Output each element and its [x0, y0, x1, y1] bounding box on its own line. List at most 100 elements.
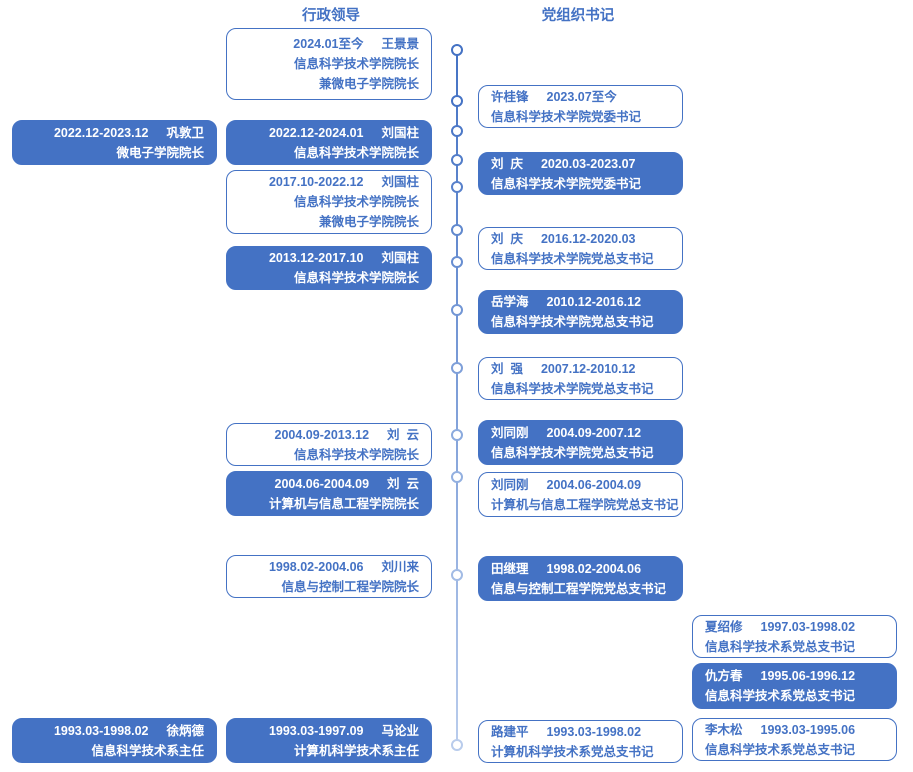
- period-label: 2022.12-2023.12: [53, 125, 149, 140]
- title-label: 兼微电子学院院长: [318, 77, 419, 91]
- person-name: 刘同刚: [491, 425, 529, 440]
- column-header-party: 党组织书记: [541, 8, 615, 24]
- person-name: 刘国柱: [381, 251, 419, 265]
- person-name: 王景景: [381, 37, 419, 51]
- person-name: 刘同刚: [491, 477, 529, 492]
- title-label: 信息科学技术系党总支书记: [705, 639, 856, 654]
- admin-leader-card: 2022.12-2024.01 刘国柱信息科学技术学院院长: [226, 120, 432, 165]
- period-label: 1993.03-1998.02: [546, 724, 642, 739]
- admin-leader-card: 1993.03-1998.02 徐炳德信息科学技术系主任: [12, 718, 217, 763]
- admin-leader-card: 1998.02-2004.06 刘川来信息与控制工程学院院长: [226, 555, 432, 598]
- party-secretary-card: 刘 庆 2016.12-2020.03 信息科学技术学院党总支书记: [478, 227, 683, 270]
- period-label: 1993.03-1995.06: [760, 722, 856, 737]
- timeline-dot: [451, 569, 463, 581]
- person-name: 刘国柱: [381, 175, 419, 189]
- person-name: 刘 庆: [491, 156, 523, 171]
- timeline-dot: [451, 44, 463, 56]
- timeline-dot: [451, 181, 463, 193]
- admin-leader-card: 2013.12-2017.10 刘国柱信息科学技术学院院长: [226, 246, 432, 290]
- title-label: 信息科学技术系主任: [91, 743, 204, 758]
- title-label: 计算机与信息工程学院院长: [268, 496, 419, 511]
- period-label: 2017.10-2022.12: [268, 175, 364, 189]
- admin-leader-card: 1993.03-1997.09 马论业计算机科学技术系主任: [226, 718, 432, 763]
- person-name: 岳学海: [491, 295, 529, 309]
- period-label: 1993.03-1997.09: [268, 723, 364, 738]
- column-header-admin: 行政领导: [302, 8, 360, 24]
- period-label: 1995.06-1996.12: [760, 669, 856, 683]
- period-label: 2020.03-2023.07: [540, 156, 636, 171]
- timeline-dot: [451, 362, 463, 374]
- person-name: 李木松: [705, 722, 743, 737]
- title-label: 信息科学技术学院院长: [293, 145, 419, 160]
- title-label: 计算机与信息工程学院党总支书记: [491, 497, 679, 512]
- admin-leader-card: 2022.12-2023.12 巩敦卫微电子学院院长: [12, 120, 217, 165]
- party-secretary-card: 田继理 1998.02-2004.06 信息与控制工程学院党总支书记: [478, 556, 683, 601]
- person-name: 刘 云: [387, 427, 419, 442]
- person-name: 夏绍修: [705, 619, 743, 634]
- party-secretary-card: 刘 庆 2020.03-2023.07 信息科学技术学院党委书记: [478, 152, 683, 195]
- party-secretary-card: 岳学海 2010.12-2016.12 信息科学技术学院党总支书记: [478, 290, 683, 334]
- person-name: 刘国柱: [381, 125, 419, 140]
- title-label: 信息科学技术系党总支书记: [705, 742, 856, 757]
- title-label: 信息与控制工程学院党总支书记: [491, 581, 667, 596]
- title-label: 兼微电子学院院长: [318, 215, 419, 229]
- party-secretary-card: 刘同刚 2004.06-2004.09 计算机与信息工程学院党总支书记: [478, 472, 683, 517]
- title-label: 信息科学技术学院党总支书记: [491, 445, 654, 460]
- timeline-dot: [451, 154, 463, 166]
- timeline-dot: [451, 95, 463, 107]
- period-label: 1998.02-2004.06: [546, 561, 642, 576]
- person-name: 仇方春: [705, 669, 743, 683]
- person-name: 刘 强: [491, 361, 523, 376]
- person-name: 马论业: [381, 723, 419, 738]
- person-name: 田继理: [491, 561, 529, 576]
- period-label: 2004.09-2007.12: [546, 425, 642, 440]
- period-label: 2010.12-2016.12: [546, 295, 642, 309]
- period-label: 2016.12-2020.03: [540, 231, 636, 246]
- title-label: 信息科学技术学院院长: [293, 57, 419, 71]
- period-label: 2007.12-2010.12: [540, 361, 636, 376]
- person-name: 刘川来: [381, 559, 419, 574]
- title-label: 信息科学技术学院党总支书记: [491, 381, 654, 396]
- timeline-dot: [451, 429, 463, 441]
- admin-leader-card: 2024.01至今 王景景信息科学技术学院院长兼微电子学院院长: [226, 28, 432, 100]
- timeline-dot: [451, 125, 463, 137]
- person-name: 刘 庆: [491, 231, 523, 246]
- title-label: 信息科学技术学院党委书记: [491, 176, 642, 191]
- admin-leader-card: 2004.06-2004.09 刘 云计算机与信息工程学院院长: [226, 471, 432, 516]
- title-label: 信息科学技术学院党委书记: [491, 109, 642, 124]
- title-label: 信息科学技术学院党总支书记: [491, 315, 654, 329]
- title-label: 信息科学技术学院院长: [293, 447, 419, 462]
- period-label: 2004.09-2013.12: [274, 427, 370, 442]
- period-label: 2004.06-2004.09: [274, 476, 370, 491]
- title-label: 微电子学院院长: [116, 145, 204, 160]
- period-label: 2004.06-2004.09: [546, 477, 642, 492]
- title-label: 信息与控制工程学院院长: [281, 579, 419, 594]
- period-label: 2024.01至今: [293, 37, 364, 51]
- title-label: 信息科学技术学院党总支书记: [491, 251, 654, 266]
- timeline-dot: [451, 304, 463, 316]
- period-label: 1993.03-1998.02: [53, 723, 149, 738]
- title-label: 计算机科学技术系主任: [293, 743, 419, 758]
- title-label: 信息科学技术学院院长: [293, 195, 419, 209]
- period-label: 1997.03-1998.02: [760, 619, 856, 634]
- title-label: 信息科学技术学院院长: [293, 271, 419, 285]
- title-label: 信息科学技术系党总支书记: [705, 689, 856, 703]
- period-label: 2022.12-2024.01: [268, 125, 364, 140]
- person-name: 巩敦卫: [166, 125, 204, 140]
- person-name: 路建平: [491, 724, 529, 739]
- party-secretary-card: 刘 强 2007.12-2010.12 信息科学技术学院党总支书记: [478, 357, 683, 400]
- party-secretary-card: 路建平 1993.03-1998.02 计算机科学技术系党总支书记: [478, 720, 683, 763]
- timeline-dot: [451, 471, 463, 483]
- timeline-dot: [451, 224, 463, 236]
- person-name: 刘 云: [387, 476, 419, 491]
- period-label: 2013.12-2017.10: [268, 251, 364, 265]
- admin-leader-card: 2017.10-2022.12 刘国柱信息科学技术学院院长兼微电子学院院长: [226, 170, 432, 234]
- admin-leader-card: 2004.09-2013.12 刘 云信息科学技术学院院长: [226, 423, 432, 466]
- period-label: 2023.07至今: [546, 89, 617, 104]
- person-name: 徐炳德: [166, 723, 204, 738]
- period-label: 1998.02-2004.06: [268, 559, 364, 574]
- timeline-dot: [451, 256, 463, 268]
- title-label: 计算机科学技术系党总支书记: [491, 744, 654, 759]
